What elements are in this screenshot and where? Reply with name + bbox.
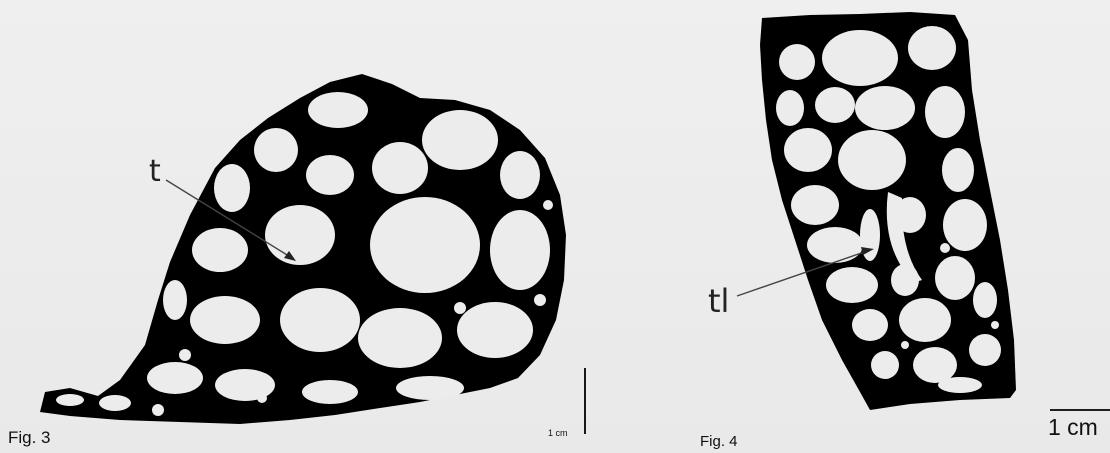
fig3-label-t: t [149,154,161,189]
fig4-label-tl: tl [708,282,729,320]
fig4-specimen [737,12,1016,410]
fig3-specimen [40,74,566,424]
fig4-scale-label: 1 cm [1048,414,1098,441]
fig4-caption: Fig. 4 [700,433,738,450]
fig3-scale-label: 1 cm [548,428,568,438]
fig3-caption: Fig. 3 [8,428,51,448]
